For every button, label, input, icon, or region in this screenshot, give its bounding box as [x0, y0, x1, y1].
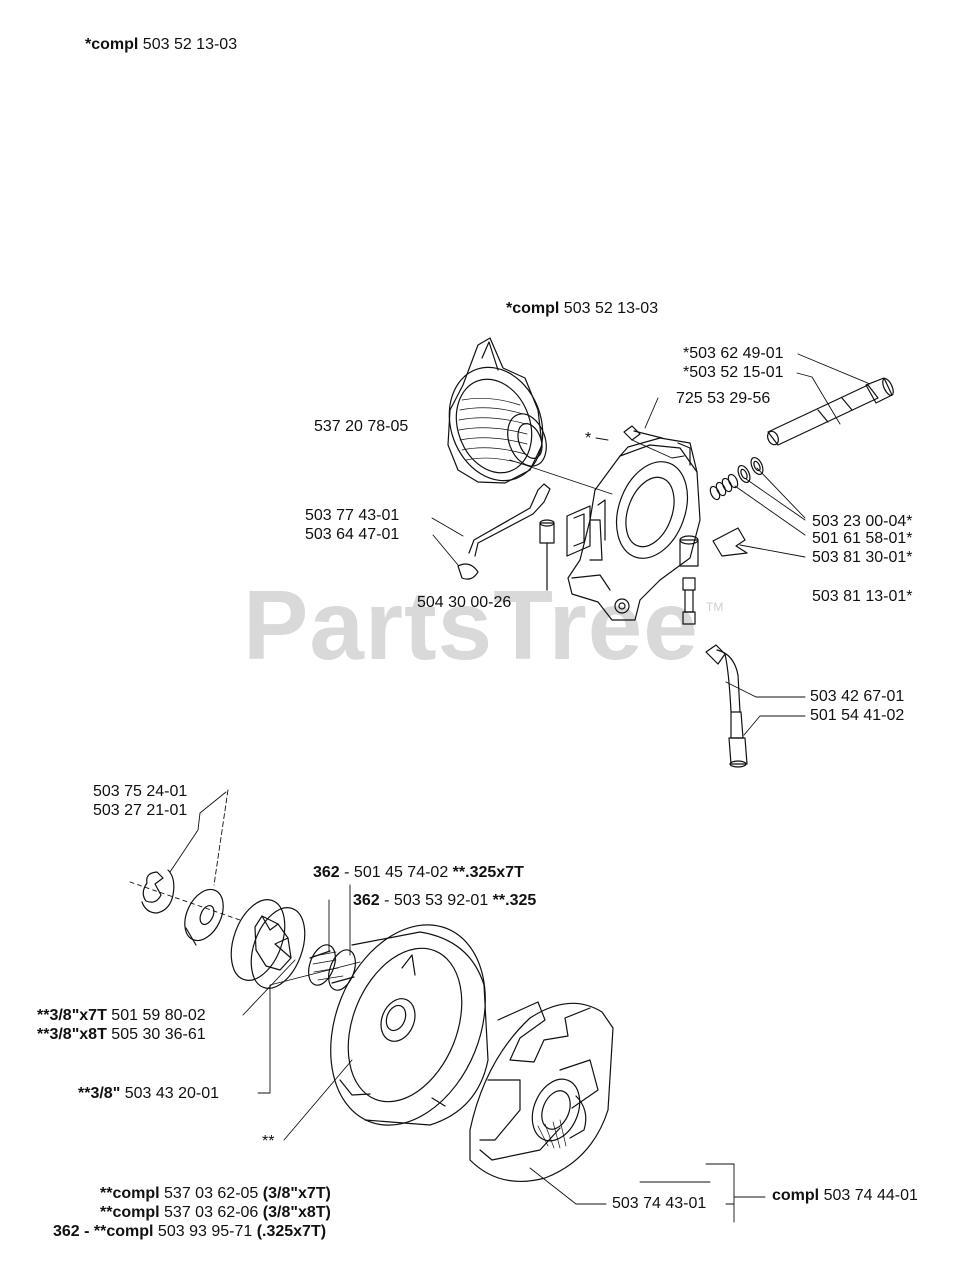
screw: [623, 425, 663, 441]
label-drum-503-43-20-01: **3/8" 503 43 20-01: [78, 1085, 220, 1102]
adjuster-screw: [682, 577, 696, 625]
label-rim-7t: **3/8"x7T 501 59 80-02: [37, 1007, 206, 1024]
worm-gear-drive: [447, 337, 547, 484]
clutch-shoe-assembly: [469, 1001, 614, 1183]
double-star-marker: **: [262, 1133, 275, 1150]
oil-gasket: [566, 505, 591, 557]
label-362-501-45-74-02: 362 - 501 45 74-02 **.325x7T: [313, 864, 524, 881]
lock-washer: [141, 869, 175, 914]
label-503-42-67-01: 503 42 67-01: [810, 688, 905, 705]
pump-bracket: [712, 527, 748, 557]
label-503-62-49-01: *503 62 49-01: [683, 345, 784, 362]
label-rim-8t: **3/8"x8T 505 30 36-61: [37, 1026, 206, 1043]
label-501-54-41-02: 501 54 41-02: [810, 707, 905, 724]
washer: [184, 888, 224, 946]
star-marker: *: [585, 430, 592, 447]
label-362-compl-503-93-95-71: 362 - **compl 503 93 95-71 (.325x7T): [53, 1223, 327, 1240]
seal-rings: [709, 456, 764, 501]
watermark: PartsTree: [243, 570, 699, 680]
label-compl-537-03-62-05: **compl 537 03 62-05 (3/8"x7T): [100, 1185, 331, 1202]
top-compl-label: *compl 503 52 13-03: [85, 36, 238, 53]
pump-housing: [567, 437, 701, 621]
label-501-61-58-01: 501 61 58-01*: [812, 530, 913, 547]
label-725-53-29-56: 725 53 29-56: [676, 390, 771, 407]
label-362-503-53-92-01: 362 - 503 53 92-01 **.325: [353, 892, 537, 909]
needle-bearing: [308, 944, 356, 991]
label-504-30-00-26: 504 30 00-26: [417, 594, 512, 611]
label-503-74-43-01: 503 74 43-01: [612, 1195, 707, 1212]
label-503-81-30-01: 503 81 30-01*: [812, 549, 913, 566]
pump-compl-label: *compl 503 52 13-03: [506, 300, 659, 317]
label-compl-537-03-62-06: **compl 537 03 62-06 (3/8"x8T): [100, 1204, 331, 1221]
label-503-52-15-01: *503 52 15-01: [683, 364, 784, 381]
label-537-20-78-05: 537 20 78-05: [314, 418, 409, 435]
clutch-drum: [330, 924, 489, 1126]
label-503-81-13-01: 503 81 13-01*: [812, 588, 913, 605]
pump-plunger: [766, 377, 894, 446]
label-clutch-compl-503-74-44-01: compl 503 74 44-01: [772, 1187, 918, 1204]
oil-pipe-and-plug: [457, 483, 555, 591]
label-503-27-21-01: 503 27 21-01: [93, 802, 188, 819]
label-503-64-47-01: 503 64 47-01: [305, 526, 400, 543]
label-503-77-43-01: 503 77 43-01: [305, 507, 400, 524]
watermark-trademark: TM: [706, 600, 724, 614]
label-503-23-00-04: 503 23 00-04*: [812, 513, 913, 530]
oil-hose-and-filter: [705, 644, 748, 768]
leader-lines: [129, 353, 871, 1223]
label-503-75-24-01: 503 75 24-01: [93, 783, 188, 800]
rim-sprocket: [230, 899, 306, 989]
